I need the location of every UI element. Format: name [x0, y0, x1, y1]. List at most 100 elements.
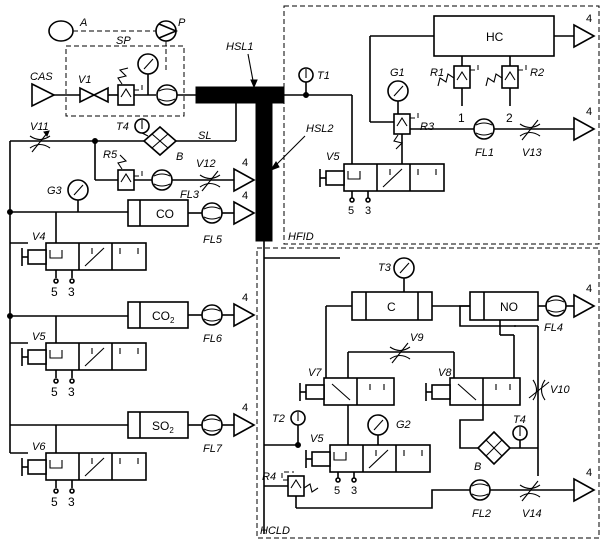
regulator-r2-spring-icon	[485, 73, 503, 87]
valve-v13-icon	[519, 123, 541, 137]
regulator-r4-pilot	[281, 471, 294, 481]
label-v1: V1	[78, 74, 91, 86]
v5c-port-5: 5	[334, 485, 340, 497]
valve-v5c-actuator	[311, 451, 331, 467]
label-hsl1: HSL1	[226, 41, 254, 53]
valve-v5a-path-b	[84, 347, 105, 367]
label-fl1: FL1	[475, 147, 494, 159]
valve-v8-path	[457, 383, 477, 401]
valve-v12-icon	[199, 174, 221, 188]
flowmeter-fl5-marks	[203, 206, 221, 220]
regulator-r4-spring-icon	[303, 483, 319, 493]
flowmeter-sp-icon	[156, 84, 178, 106]
valve-v4-path-b	[84, 247, 105, 267]
vent-co-icon	[233, 200, 256, 226]
valve-v6-port3-dot	[69, 488, 75, 494]
analyzer-co-label: CO	[156, 207, 174, 221]
valve-v5a-actuator	[27, 349, 47, 365]
valve-v5b-actuator	[325, 170, 345, 186]
vent-v12-icon	[233, 167, 256, 193]
regulator-r3-pilot	[410, 112, 419, 119]
valve-v5b-port3-dot	[365, 197, 371, 203]
label-fl5: FL5	[203, 234, 223, 246]
pipe-r4-fl2	[296, 489, 470, 509]
regulator-sp-spring-icon	[117, 67, 129, 85]
valve-v11-icon	[29, 135, 51, 149]
valve-v5c-port3-dot	[351, 477, 357, 483]
flowmeter-fl5-icon	[201, 202, 223, 224]
r5-node	[92, 138, 98, 144]
valve-v5a-block	[45, 342, 147, 371]
valve-v6-path-b	[84, 457, 105, 477]
label-b2: B	[474, 461, 481, 473]
regulator-r4-arrow-icon	[290, 478, 302, 489]
label-cas: CAS	[30, 71, 53, 83]
label-v13: V13	[522, 147, 542, 159]
r2-port-2: 2	[506, 111, 513, 125]
label-fl2: FL2	[472, 508, 491, 520]
regulator-r5-pilot	[134, 170, 143, 177]
cas-source-icon	[31, 82, 56, 108]
label-r4: R4	[262, 471, 276, 483]
valve-v11-arrow	[31, 131, 49, 153]
valve-v4-port5-dot	[53, 278, 59, 284]
label-r5: R5	[103, 149, 118, 161]
regulator-r1-icon	[453, 65, 471, 89]
gauge-sp-needle	[143, 58, 154, 70]
label-v4: V4	[32, 231, 45, 243]
label-p: P	[178, 17, 186, 29]
valve-v4-actuator	[27, 249, 47, 265]
label-r2: R2	[530, 67, 544, 79]
flowmeter-fl6-icon	[201, 304, 223, 326]
label-v10: V10	[550, 384, 570, 396]
sp-region-border	[65, 45, 185, 117]
heated-line-hsl2	[255, 86, 273, 242]
label-t2: T2	[272, 413, 285, 425]
label-hsl2: HSL2	[306, 123, 334, 135]
v4-port-5: 5	[51, 285, 58, 299]
t4-stem	[141, 132, 149, 137]
label-t4b: T4	[513, 414, 526, 426]
flowmeter-fl2-icon	[469, 479, 491, 501]
flowmeter-fl1-marks	[475, 122, 493, 136]
valve-v5c-path-a	[333, 452, 347, 461]
port-4-e: 4	[586, 13, 592, 25]
flowmeter-fl4-icon	[545, 295, 567, 317]
label-r1: R1	[430, 67, 444, 79]
regulator-r1-arrow-icon	[456, 70, 468, 81]
valve-v5b-port5-dot	[349, 197, 355, 203]
port-4-f: 4	[586, 106, 592, 118]
regulator-r2-pilot	[518, 64, 527, 71]
valve-v12-arrow	[201, 170, 219, 192]
analyzer-co2-label: CO2	[152, 309, 175, 325]
valve-v5a-path-a	[49, 350, 63, 359]
t2-node	[295, 442, 301, 448]
flowmeter-fl2-marks	[471, 483, 489, 497]
port-4-g: 4	[586, 283, 592, 295]
pump-p-arrow-icon	[158, 23, 179, 39]
valve-v4-port3-dot	[69, 278, 75, 284]
label-g3: G3	[47, 185, 63, 197]
flowmeter-fl3-marks	[153, 173, 171, 187]
label-v9: V9	[410, 332, 423, 344]
flowmeter-fl6-marks	[203, 308, 221, 322]
analyzer-co2-box	[127, 301, 189, 329]
valve-v9-arrow	[391, 342, 409, 364]
gauge-g3-needle	[73, 184, 84, 196]
valve-v5a-port3-dot	[69, 378, 75, 384]
label-r3: R3	[420, 121, 435, 133]
pipe-no-in	[459, 305, 516, 327]
port-4-h: 4	[586, 467, 592, 479]
r1-port-1: 1	[458, 111, 465, 125]
regulator-r1-spring-icon	[437, 73, 455, 87]
port-4-a: 4	[242, 157, 248, 169]
analyzer-hc-label: HC	[486, 30, 504, 44]
valve-v7-block	[323, 377, 395, 406]
valve-v6-path-a	[49, 460, 63, 469]
regulator-r1-pilot	[470, 64, 479, 71]
label-fl4: FL4	[544, 322, 563, 334]
label-sl: SL	[198, 130, 211, 142]
valve-v14-icon	[519, 484, 541, 498]
vent-co2-icon	[233, 302, 256, 328]
label-t4a: T4	[116, 121, 129, 133]
